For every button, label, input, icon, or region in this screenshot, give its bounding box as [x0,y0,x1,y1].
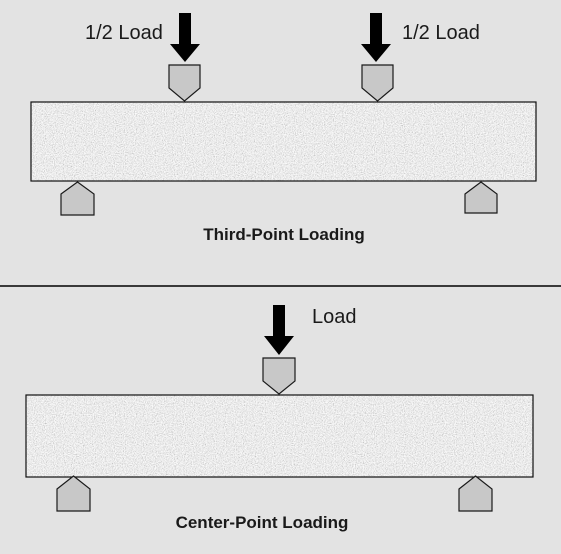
center-load-arrow [264,305,294,355]
center-left-support [56,475,91,512]
center-load-label: Load [312,306,357,328]
center-point-panel: Load Center-Point Loading [25,305,534,532]
right-half-load-label: 1/2 Load [402,22,480,44]
left-support [60,181,95,216]
right-half-load: 1/2 Load [361,13,480,102]
center-load: Load [262,305,357,395]
center-point-beam [25,394,534,478]
center-point-caption: Center-Point Loading [176,513,349,532]
third-point-beam-texture [31,102,536,181]
center-loading-head [262,357,296,395]
third-point-caption: Third-Point Loading [203,225,364,244]
right-load-arrow [361,13,391,62]
center-point-beam-outline [25,394,534,478]
right-loading-head [361,64,394,102]
third-point-beam-outline [30,101,537,182]
left-half-load: 1/2 Load [85,13,201,102]
third-point-beam [30,101,537,182]
third-point-panel: 1/2 Load 1/2 Load Third-Point Loading [30,13,537,244]
left-half-load-label: 1/2 Load [85,22,163,44]
left-load-arrow [170,13,200,62]
right-support [464,181,498,214]
left-loading-head [168,64,201,102]
center-right-support [458,475,493,512]
center-point-beam-texture [26,395,533,477]
